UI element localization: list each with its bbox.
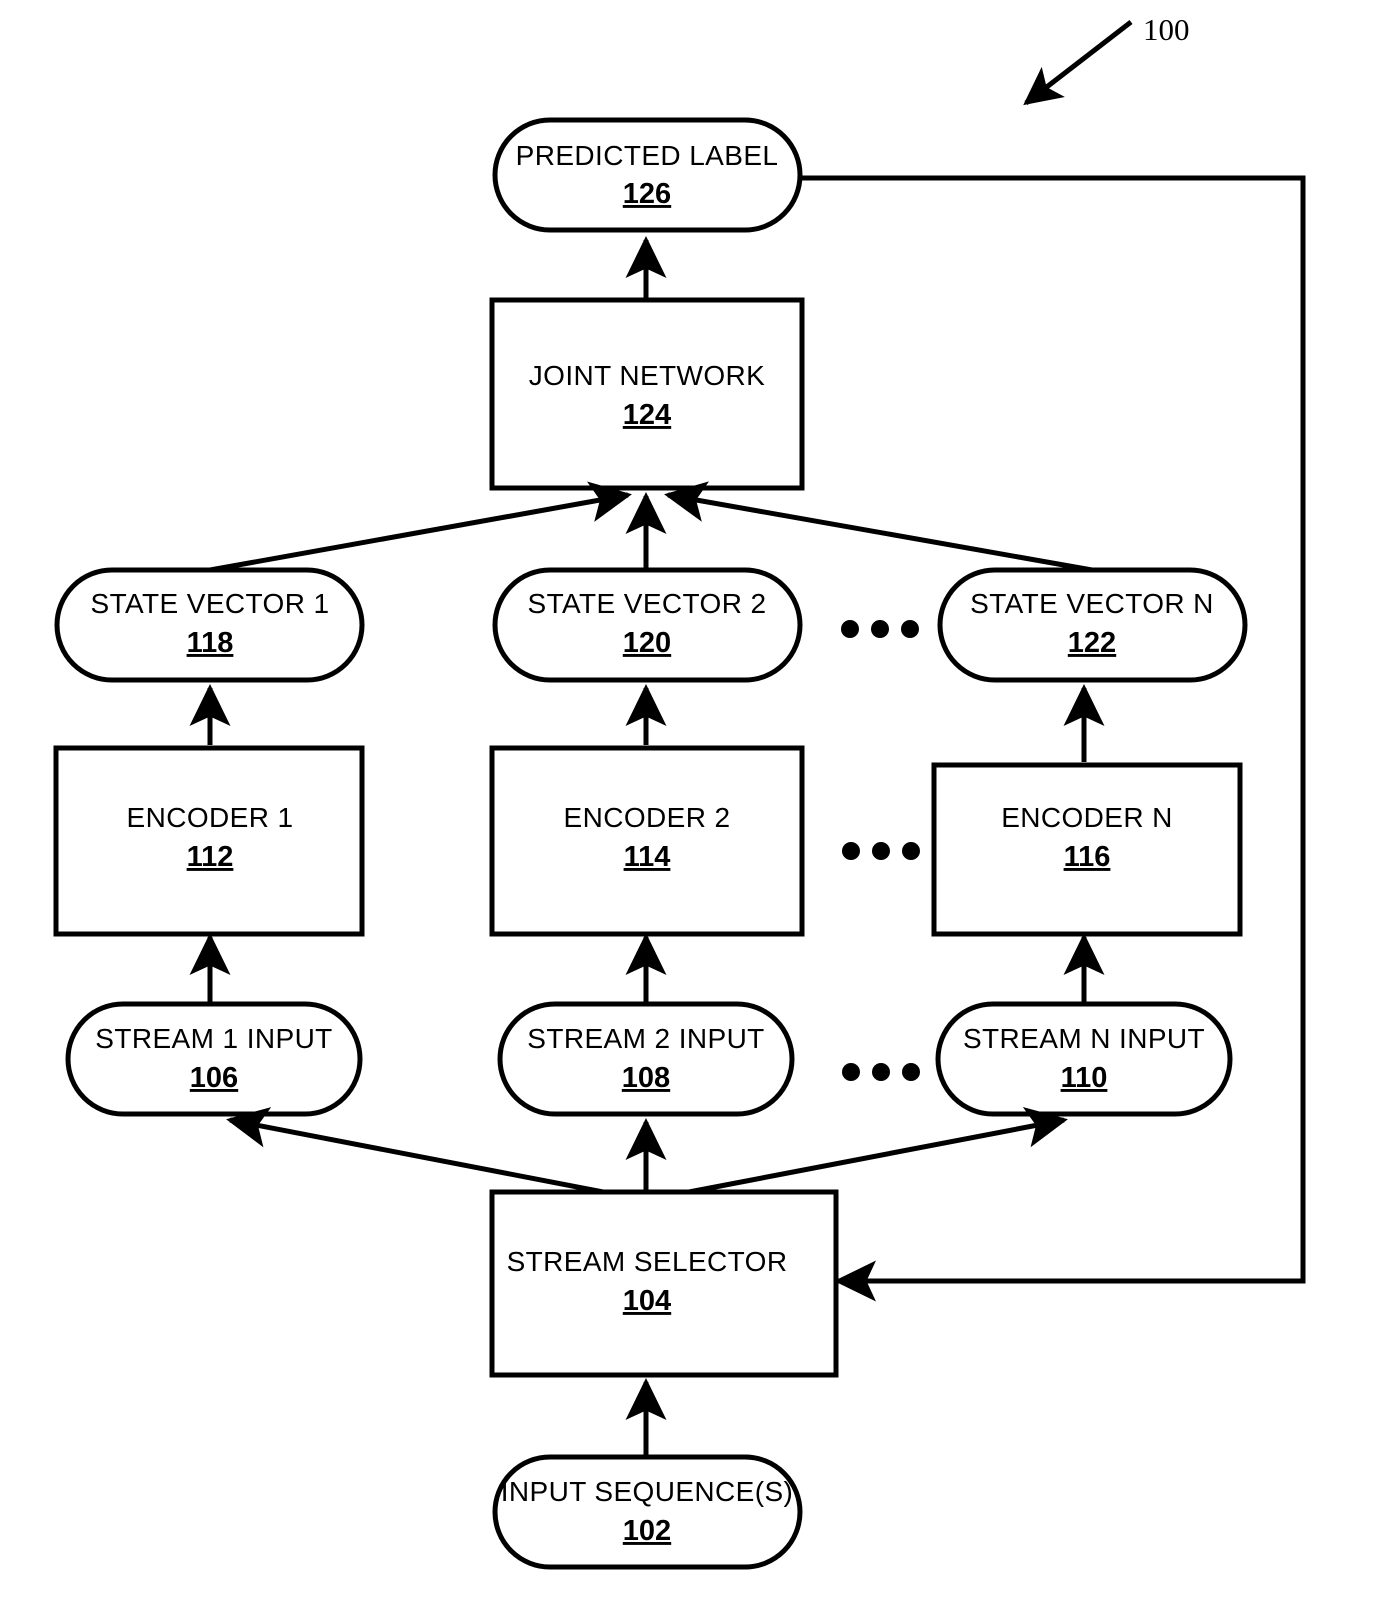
node-state-vector-n[interactable]: STATE VECTOR N 122 (937, 567, 1248, 683)
joint-network-text: JOINT NETWORK (529, 360, 765, 391)
stream-inputs-to-encoders-arrows (189, 932, 1105, 1002)
figure-leader-arrow (1023, 20, 1133, 106)
joint-network-shape (489, 297, 805, 491)
node-stream-1-input[interactable]: STREAM 1 INPUT 106 (65, 1001, 363, 1117)
node-input-sequences[interactable]: INPUT SEQUENCE(S) 102 (492, 1454, 803, 1570)
input-sequences-ref: 102 (623, 1515, 671, 1547)
stream-selector-text: STREAM SELECTOR (507, 1246, 788, 1277)
state-vector-n-shape (937, 567, 1248, 683)
state-vector-1-to-joint-network-arrow (209, 481, 632, 573)
state-vector-n-ref: 122 (1068, 627, 1116, 659)
state-vector-1-text: STATE VECTOR 1 (91, 588, 330, 619)
state-vectors-to-joint-network-arrows (209, 481, 1093, 573)
predicted-label-ref: 126 (623, 178, 671, 210)
feedback-loop-connector (800, 175, 1306, 1302)
state-vector-row-ellipsis (841, 620, 919, 638)
predicted-label-text: PREDICTED LABEL (516, 140, 779, 171)
stream-n-input-text: STREAM N INPUT (963, 1023, 1205, 1054)
stream-selector-to-stream-1-input-arrow (226, 1107, 625, 1199)
node-stream-selector[interactable]: STREAM SELECTOR 104 (489, 1189, 839, 1378)
joint-network-ref: 124 (623, 399, 671, 431)
stream-selector-ref: 104 (623, 1285, 671, 1317)
state-vector-n-to-joint-network-arrow (664, 481, 1093, 573)
stream-selector-shape (489, 1189, 839, 1378)
stream-1-input-ref: 106 (190, 1062, 238, 1094)
encoder-row-ellipsis (842, 842, 920, 860)
node-predicted-label[interactable]: PREDICTED LABEL 126 (492, 117, 803, 233)
stream-input-row-ellipsis (842, 1063, 920, 1081)
encoder-2-shape (489, 745, 805, 937)
node-state-vector-1[interactable]: STATE VECTOR 1 118 (54, 567, 365, 683)
state-vector-2-text: STATE VECTOR 2 (528, 588, 767, 619)
stream-2-input-shape (497, 1001, 795, 1117)
state-vector-2-shape (492, 567, 803, 683)
predicted-label-to-stream-selector-arrow (800, 175, 1306, 1302)
node-encoder-n[interactable]: ENCODER N 116 (931, 762, 1243, 937)
node-encoder-1[interactable]: ENCODER 1 112 (53, 745, 365, 937)
state-vector-1-ref: 118 (187, 627, 234, 659)
encoder-n-shape (931, 762, 1243, 937)
stream-selector-to-stream-inputs-arrows (226, 1107, 1068, 1199)
node-encoder-2[interactable]: ENCODER 2 114 (489, 745, 805, 937)
encoder-2-ref: 114 (624, 841, 671, 873)
figure-reference-callout: 100 (1023, 12, 1190, 106)
node-stream-2-input[interactable]: STREAM 2 INPUT 108 (497, 1001, 795, 1117)
encoder-n-ref: 116 (1064, 841, 1111, 873)
encoder-1-text: ENCODER 1 (127, 802, 294, 833)
stream-1-input-shape (65, 1001, 363, 1117)
node-joint-network[interactable]: JOINT NETWORK 124 (489, 297, 805, 491)
stream-n-input-shape (935, 1001, 1233, 1117)
encoder-1-ref: 112 (187, 841, 234, 873)
encoder-n-text: ENCODER N (1001, 802, 1173, 833)
node-stream-n-input[interactable]: STREAM N INPUT 110 (935, 1001, 1233, 1117)
encoder-2-text: ENCODER 2 (564, 802, 731, 833)
state-vector-n-text: STATE VECTOR N (970, 588, 1214, 619)
predicted-label-shape (492, 117, 803, 233)
stream-1-input-text: STREAM 1 INPUT (95, 1023, 332, 1054)
stream-2-input-ref: 108 (622, 1062, 670, 1094)
stream-2-input-text: STREAM 2 INPUT (527, 1023, 764, 1054)
stream-selector-to-stream-n-input-arrow (667, 1107, 1068, 1199)
figure-reference-number: 100 (1143, 12, 1190, 47)
input-sequences-shape (492, 1454, 803, 1570)
encoders-to-state-vectors-arrows (189, 683, 1105, 762)
stream-n-input-ref: 110 (1061, 1062, 1108, 1094)
state-vector-2-ref: 120 (623, 627, 671, 659)
state-vector-1-shape (54, 567, 365, 683)
input-sequences-text: INPUT SEQUENCE(S) (501, 1476, 794, 1507)
node-state-vector-2[interactable]: STATE VECTOR 2 120 (492, 567, 803, 683)
